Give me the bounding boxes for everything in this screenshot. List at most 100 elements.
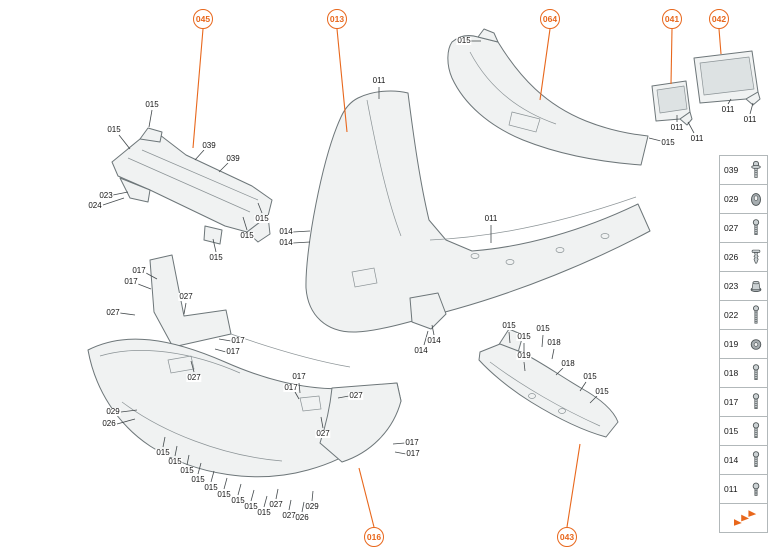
legend-row-011[interactable]: 011 bbox=[719, 474, 768, 504]
leader-line bbox=[257, 202, 263, 214]
part-number-label: 017 bbox=[404, 438, 420, 447]
leader-line bbox=[120, 409, 138, 413]
part-number-label: 014 bbox=[426, 336, 442, 345]
part-041-drawing[interactable] bbox=[651, 80, 693, 126]
callout-016[interactable]: 016 bbox=[364, 527, 384, 547]
part-013-drawing[interactable] bbox=[305, 90, 651, 333]
leader-line bbox=[431, 324, 435, 336]
leader-line bbox=[555, 367, 564, 376]
part-number-label: 015 bbox=[256, 508, 272, 517]
part-number-label: 026 bbox=[101, 419, 117, 428]
legend-row-027[interactable]: 027 bbox=[719, 213, 768, 243]
part-number-label: 011 bbox=[483, 214, 499, 223]
legend-row-015[interactable]: 015 bbox=[719, 416, 768, 446]
leader-line bbox=[336, 28, 348, 133]
leader-line bbox=[192, 28, 204, 149]
legend-part-number: 039 bbox=[724, 165, 739, 175]
part-number-label: 029 bbox=[304, 502, 320, 511]
legend-part-number: 015 bbox=[724, 426, 739, 436]
legend-part-number: 027 bbox=[724, 223, 739, 233]
leader-line bbox=[250, 489, 255, 502]
legend-row-022[interactable]: 022 bbox=[719, 300, 768, 330]
callout-013[interactable]: 013 bbox=[327, 9, 347, 29]
part-number-label: 026 bbox=[294, 513, 310, 522]
part-number-label: 017 bbox=[291, 372, 307, 381]
part-number-label: 023 bbox=[98, 191, 114, 200]
legend-part-number: 018 bbox=[724, 368, 739, 378]
leader-line bbox=[301, 501, 305, 513]
leader-line bbox=[218, 162, 229, 173]
leader-line bbox=[145, 272, 158, 280]
legend-part-number: 029 bbox=[724, 194, 739, 204]
part-number-label: 015 bbox=[239, 231, 255, 240]
leader-line bbox=[337, 395, 350, 399]
leader-line bbox=[358, 467, 375, 528]
part-number-label: 027 bbox=[186, 373, 202, 382]
part-042-drawing[interactable] bbox=[693, 50, 761, 106]
callout-064[interactable]: 064 bbox=[540, 9, 560, 29]
part-number-label: 027 bbox=[315, 429, 331, 438]
part-number-label: 027 bbox=[178, 292, 194, 301]
leader-line bbox=[298, 382, 301, 394]
legend-part-number: 022 bbox=[724, 310, 739, 320]
leader-line bbox=[566, 443, 581, 528]
part-number-label: 014 bbox=[413, 346, 429, 355]
part-number-label: 011 bbox=[689, 134, 705, 143]
part-number-label: 024 bbox=[87, 201, 103, 210]
leader-line bbox=[718, 28, 722, 55]
part-016-drawing[interactable] bbox=[87, 254, 402, 478]
part-number-label: 015 bbox=[167, 457, 183, 466]
part-number-label: 015 bbox=[144, 100, 160, 109]
legend-part-number: 023 bbox=[724, 281, 739, 291]
part-number-label: 027 bbox=[348, 391, 364, 400]
part-045-drawing[interactable] bbox=[111, 127, 273, 245]
leader-line bbox=[112, 191, 129, 196]
legend-row-029[interactable]: 029 bbox=[719, 184, 768, 214]
part-number-label: 027 bbox=[105, 308, 121, 317]
screw-icon bbox=[749, 218, 763, 239]
leader-line bbox=[275, 488, 279, 500]
leader-line bbox=[183, 302, 187, 315]
leader-line bbox=[119, 312, 136, 316]
part-number-label: 017 bbox=[405, 449, 421, 458]
leader-line bbox=[162, 436, 166, 448]
part-number-label: 015 bbox=[230, 496, 246, 505]
part-number-label: 015 bbox=[660, 138, 676, 147]
leader-line bbox=[214, 348, 227, 353]
part-064-drawing[interactable] bbox=[447, 28, 649, 166]
legend-row-017[interactable]: 017 bbox=[719, 387, 768, 417]
part-number-label: 018 bbox=[546, 338, 562, 347]
leader-line bbox=[186, 454, 190, 466]
part-number-label: 018 bbox=[560, 359, 576, 368]
part-number-label: 011 bbox=[720, 105, 736, 114]
legend-row-019[interactable]: 019 bbox=[719, 329, 768, 359]
part-number-label: 015 bbox=[190, 475, 206, 484]
leader-line bbox=[392, 442, 406, 445]
legend-row-026[interactable]: 026 bbox=[719, 242, 768, 272]
leader-line bbox=[288, 499, 292, 511]
callout-041[interactable]: 041 bbox=[662, 9, 682, 29]
leader-line bbox=[263, 495, 268, 508]
legend-part-number: 026 bbox=[724, 252, 739, 262]
legend-row-018[interactable]: 018 bbox=[719, 358, 768, 388]
callout-043[interactable]: 043 bbox=[557, 527, 577, 547]
part-number-label: 015 bbox=[582, 372, 598, 381]
screw-icon bbox=[749, 392, 763, 413]
callout-045[interactable]: 045 bbox=[193, 9, 213, 29]
leader-line bbox=[190, 360, 195, 373]
screw-icon bbox=[749, 363, 763, 384]
legend-row-023[interactable]: 023 bbox=[719, 271, 768, 301]
legend-row-014[interactable]: 014 bbox=[719, 445, 768, 475]
part-number-label: 015 bbox=[155, 448, 171, 457]
callout-042[interactable]: 042 bbox=[709, 9, 729, 29]
leader-line bbox=[102, 197, 125, 206]
part-number-label: 029 bbox=[105, 407, 121, 416]
legend-logo-cell[interactable] bbox=[719, 503, 768, 533]
legend-row-039[interactable]: 039 bbox=[719, 155, 768, 185]
leader-line bbox=[727, 98, 732, 105]
leader-line bbox=[320, 416, 324, 429]
part-number-label: 015 bbox=[179, 466, 195, 475]
clip-icon bbox=[749, 247, 763, 268]
leader-line bbox=[292, 241, 311, 244]
